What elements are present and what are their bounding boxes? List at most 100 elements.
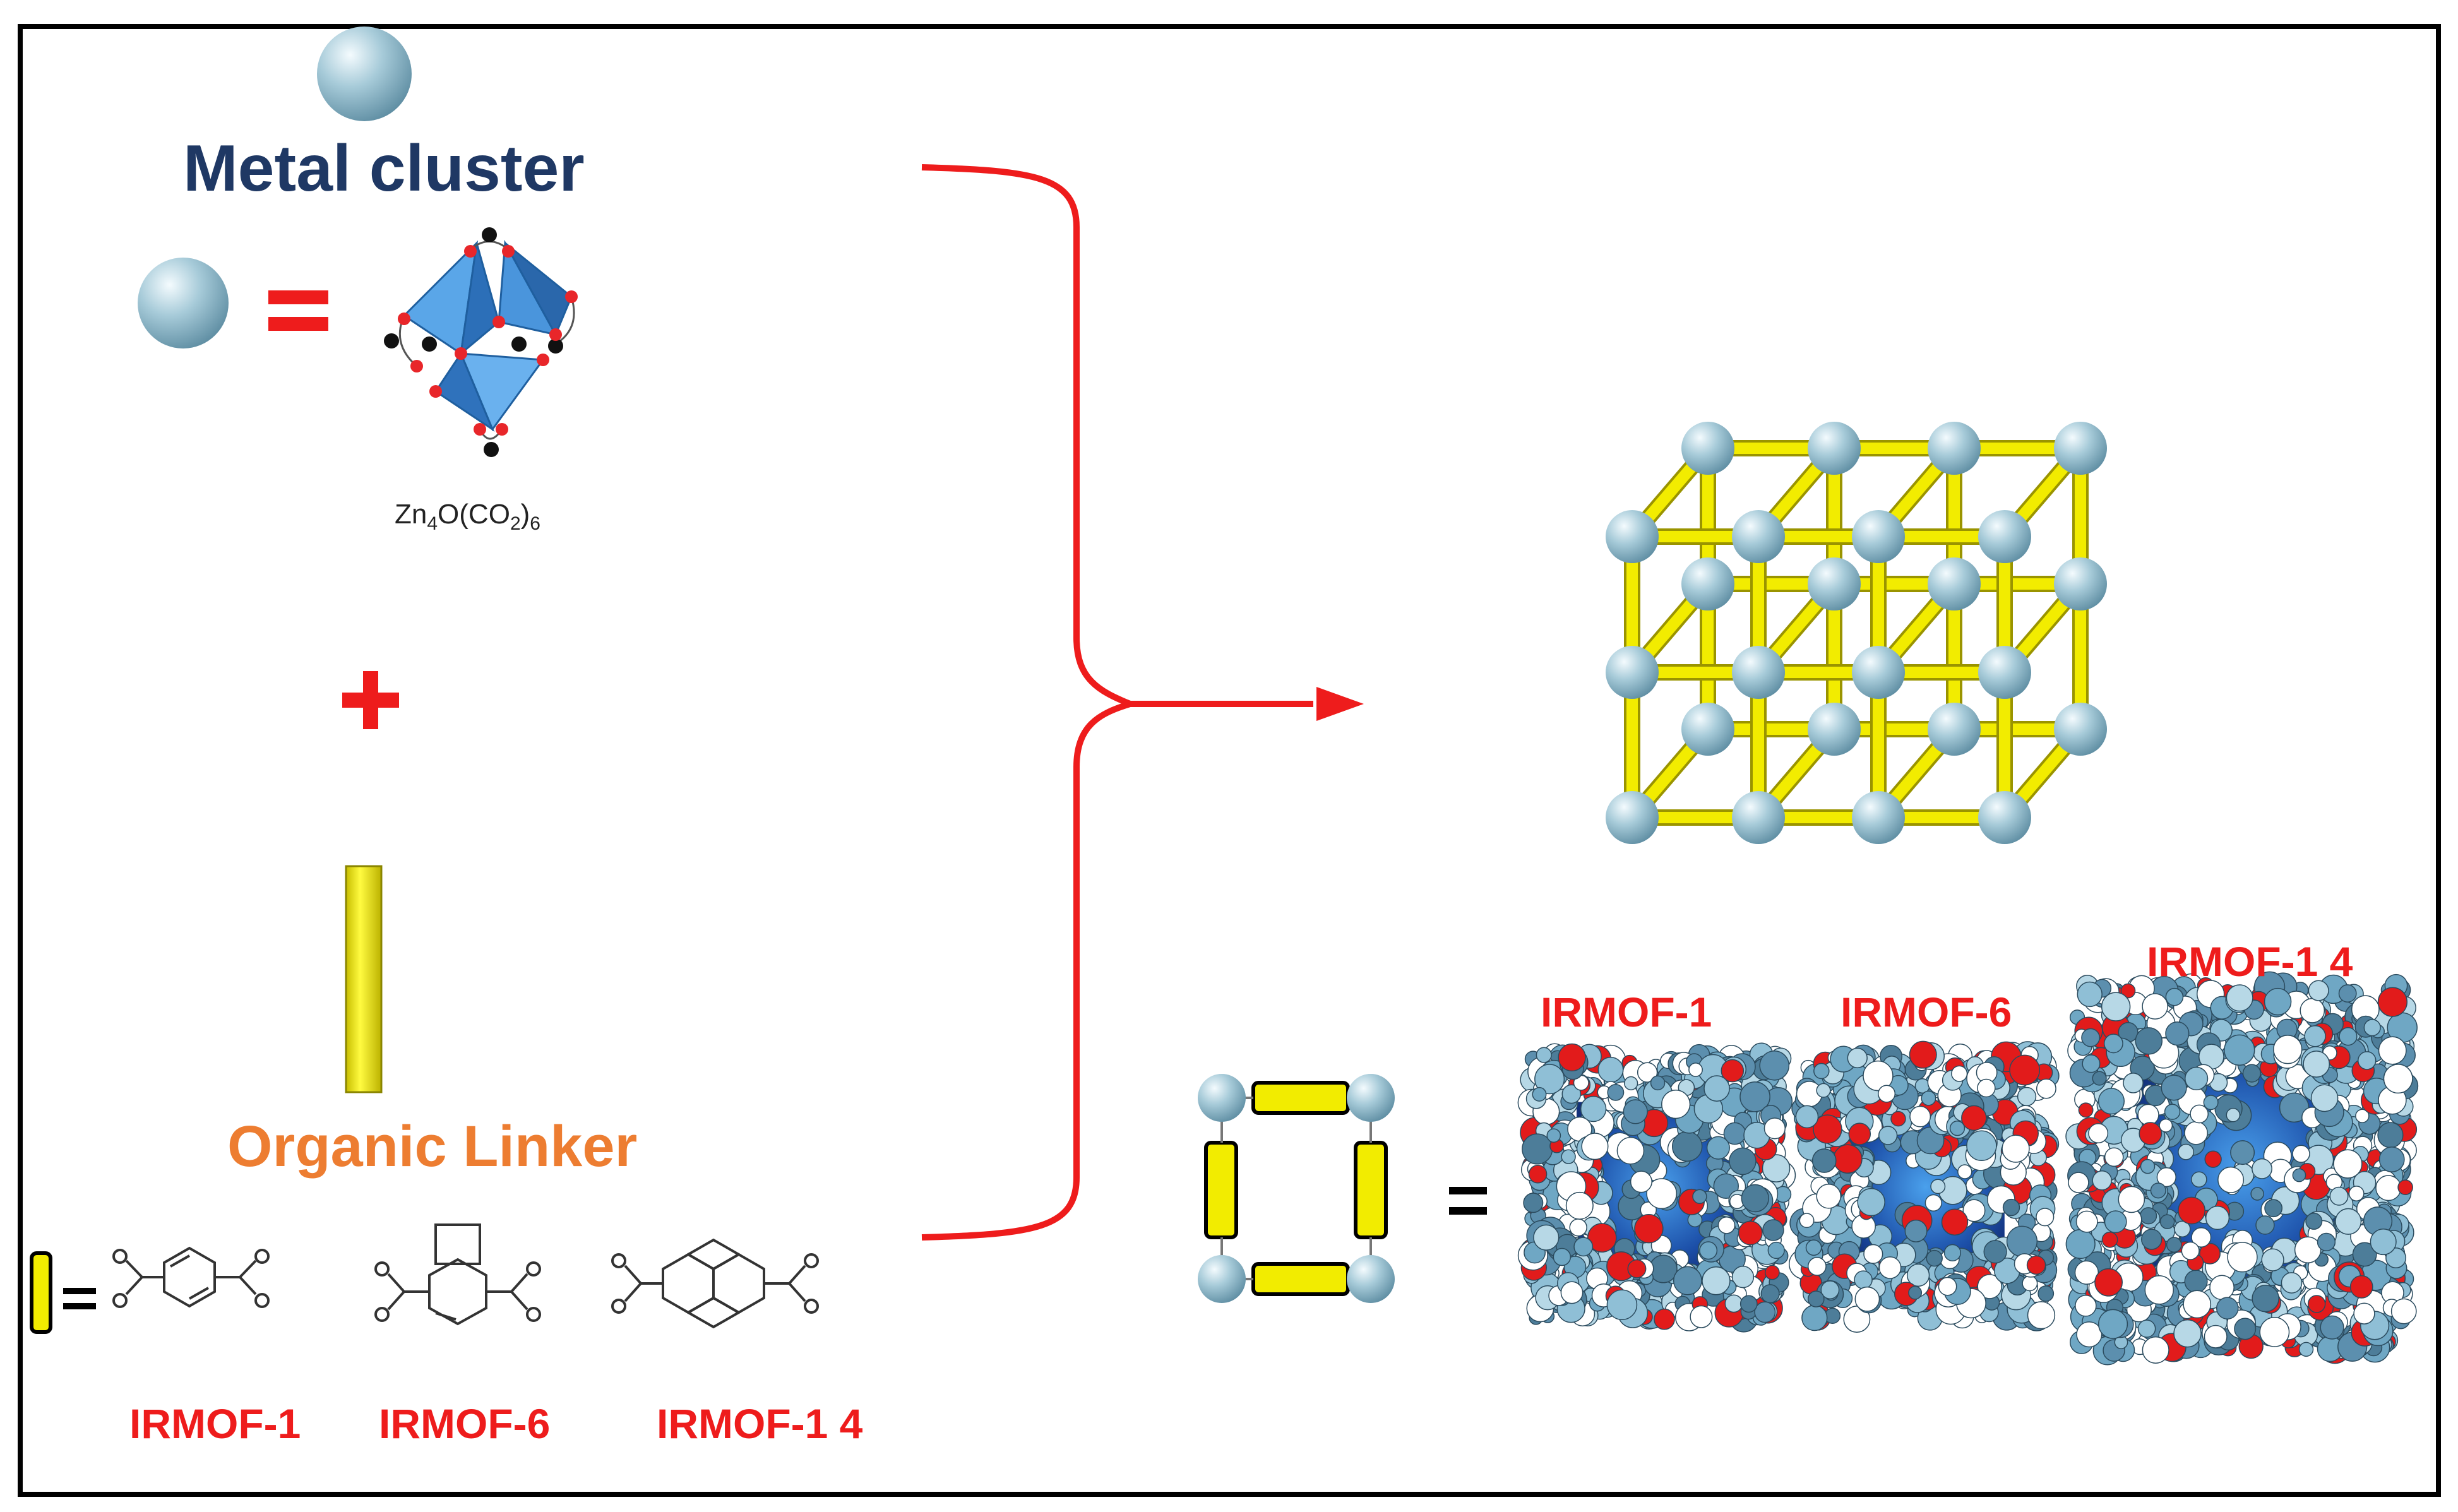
metal-cluster-title: Metal cluster bbox=[183, 132, 585, 205]
atom-sphere bbox=[2178, 1143, 2195, 1160]
atom-sphere bbox=[1523, 1193, 1544, 1213]
atom-sphere bbox=[1624, 1076, 1638, 1091]
atom-sphere bbox=[2292, 1168, 2306, 1182]
atom-sphere bbox=[2181, 1241, 2200, 1260]
linker-structure-irmof-1 bbox=[112, 1246, 270, 1308]
atom-sphere bbox=[2075, 1210, 2098, 1233]
atom-sphere bbox=[1763, 1117, 1786, 1140]
atom-sphere bbox=[1646, 1178, 1678, 1210]
atom-sphere bbox=[1533, 1224, 1560, 1251]
atom-sphere bbox=[2261, 1248, 2284, 1271]
atom-sphere bbox=[1854, 1286, 1880, 1312]
atom-sphere bbox=[2308, 980, 2329, 1001]
atom-sphere bbox=[1820, 1280, 1840, 1300]
atom-sphere bbox=[2292, 1145, 2310, 1163]
atom-sphere bbox=[1616, 1136, 1645, 1165]
atom-sphere bbox=[1558, 1043, 1586, 1072]
atom-sphere bbox=[2234, 1318, 2257, 1340]
lattice-node bbox=[1852, 510, 1905, 563]
atom-sphere bbox=[1706, 1136, 1730, 1160]
atom-sphere bbox=[2273, 1035, 2303, 1064]
framework-model-irmof-14 bbox=[2065, 971, 2419, 1366]
atom-sphere bbox=[1565, 1191, 1594, 1220]
plus-sign bbox=[342, 671, 399, 729]
lattice-node bbox=[1928, 703, 1981, 756]
equals-sign bbox=[268, 290, 328, 331]
lattice-node bbox=[1732, 646, 1785, 699]
atom-sphere bbox=[2142, 993, 2168, 1020]
atom-sphere bbox=[2230, 1140, 2255, 1165]
atom-sphere bbox=[2088, 1123, 2109, 1144]
atom-sphere bbox=[2077, 981, 2103, 1008]
lattice-node bbox=[1978, 791, 2031, 844]
atom-sphere bbox=[1692, 1189, 1707, 1204]
atom-sphere bbox=[2074, 1260, 2099, 1285]
atom-sphere bbox=[2377, 987, 2408, 1017]
atom-sphere bbox=[1560, 1281, 1584, 1304]
metal-node-icon bbox=[138, 258, 229, 348]
atom-sphere bbox=[1949, 1121, 1966, 1136]
atom-sphere bbox=[2252, 1158, 2272, 1179]
atom-sphere bbox=[1926, 1249, 1943, 1267]
atom-sphere bbox=[2216, 1297, 2239, 1319]
atom-sphere bbox=[1801, 1304, 1828, 1331]
atom-sphere bbox=[2363, 1019, 2381, 1037]
atom-sphere bbox=[1924, 1194, 1942, 1212]
atom-sphere bbox=[2338, 984, 2357, 1003]
framework-label-irmof-1: IRMOF-1 bbox=[1541, 989, 1712, 1035]
atom-sphere bbox=[1739, 1295, 1758, 1313]
atom-sphere bbox=[1729, 1147, 1757, 1176]
atom-sphere bbox=[2303, 1051, 2330, 1078]
atom-sphere bbox=[1561, 1149, 1576, 1164]
lattice-node bbox=[1681, 422, 1734, 475]
arrow-head bbox=[1316, 687, 1364, 721]
lattice-node bbox=[1808, 422, 1861, 475]
atom-sphere bbox=[2305, 1212, 2323, 1230]
atom-sphere bbox=[2140, 1158, 2156, 1174]
atom-sphere bbox=[1721, 1059, 1745, 1083]
atom-sphere bbox=[2173, 1319, 2202, 1348]
atom-sphere bbox=[1532, 1086, 1547, 1102]
atom-sphere bbox=[1966, 1130, 1997, 1161]
atom-sphere bbox=[1573, 1237, 1594, 1257]
atom-sphere bbox=[2184, 1121, 2208, 1145]
atom-sphere bbox=[2009, 1054, 2041, 1086]
atom-sphere bbox=[1741, 1184, 1770, 1213]
equals-sign-framework bbox=[1449, 1187, 1487, 1215]
atom-sphere bbox=[2255, 1215, 2275, 1235]
linker-rod-legend-icon bbox=[30, 1251, 52, 1334]
atom-sphere bbox=[2075, 1295, 2097, 1317]
atom-sphere bbox=[1857, 1188, 1885, 1217]
atom-sphere bbox=[1597, 1056, 1624, 1083]
atom-sphere bbox=[2224, 1034, 2255, 1066]
lattice-node bbox=[1928, 422, 1981, 475]
atom-sphere bbox=[1690, 1305, 1713, 1328]
atom-sphere bbox=[1536, 1047, 1552, 1063]
atom-sphere bbox=[2135, 1027, 2163, 1055]
atom-sphere bbox=[1637, 1062, 1658, 1083]
atom-sphere bbox=[2191, 1171, 2207, 1188]
atom-sphere bbox=[2294, 1236, 2322, 1264]
zn4o-cluster-icon bbox=[384, 227, 578, 457]
lattice-node bbox=[1732, 510, 1785, 563]
atom-sphere bbox=[1672, 1131, 1703, 1162]
atom-sphere bbox=[2370, 1228, 2397, 1256]
atom-sphere bbox=[1906, 1263, 1930, 1287]
atom-sphere bbox=[1713, 1173, 1739, 1199]
atom-sphere bbox=[2383, 1064, 2413, 1094]
atom-sphere bbox=[2397, 1179, 2413, 1196]
atom-sphere bbox=[2139, 1207, 2157, 1225]
atom-sphere bbox=[1688, 1063, 1703, 1077]
atom-sphere bbox=[1673, 1266, 1702, 1295]
atom-sphere bbox=[2348, 1186, 2365, 1201]
atom-sphere bbox=[2103, 1033, 2123, 1054]
atom-sphere bbox=[2174, 1220, 2191, 1237]
linker-label-irmof-1: IRMOF-1 bbox=[129, 1400, 301, 1447]
atom-sphere bbox=[2104, 1147, 2124, 1167]
atom-sphere bbox=[2078, 1102, 2094, 1118]
metal-node-icon bbox=[317, 27, 412, 121]
atom-sphere bbox=[1977, 1078, 1996, 1098]
atom-sphere bbox=[2137, 1319, 2156, 1338]
framework-label-irmof-14: IRMOF-1 4 bbox=[2147, 938, 2353, 985]
atom-sphere bbox=[2006, 1225, 2038, 1257]
